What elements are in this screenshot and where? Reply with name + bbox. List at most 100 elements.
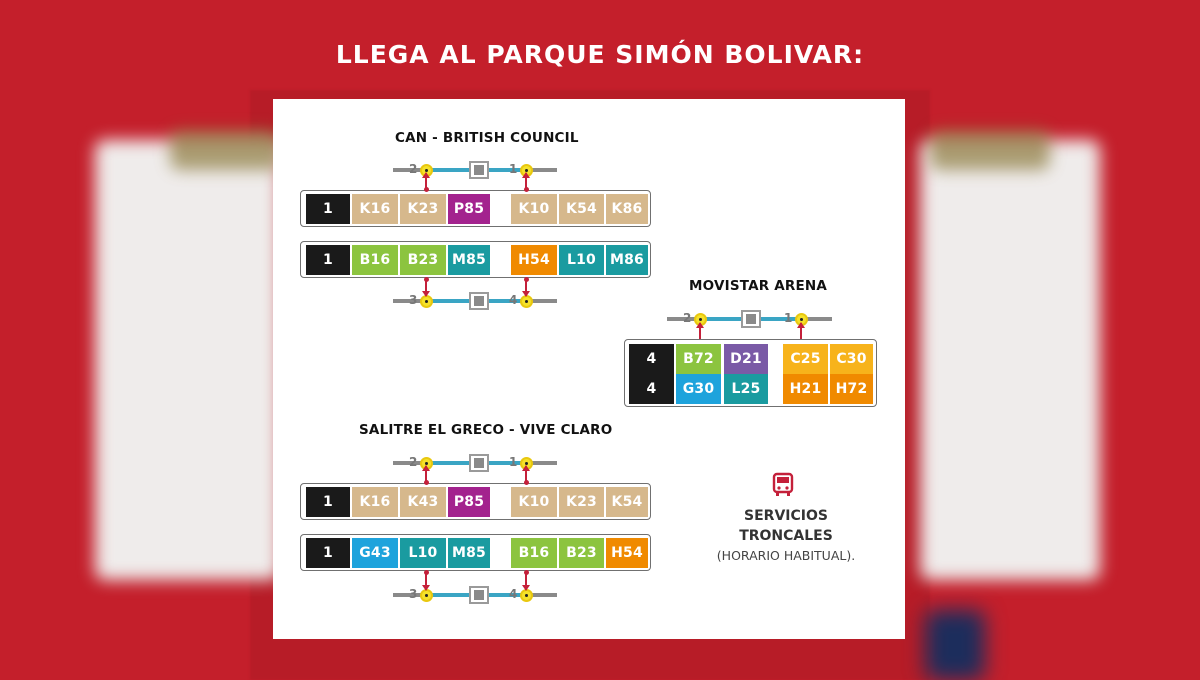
- can-row-1-route-chip-k86: K86: [606, 194, 648, 224]
- legend-line-1: SERVICIOS: [744, 508, 828, 524]
- salitre-row-2-route-chip-l10: L10: [400, 538, 446, 568]
- salitre-top-station-icon: [469, 454, 489, 472]
- salitre-bottom-station-icon-inner: [474, 590, 484, 600]
- can-bottom-left-connector-line: [425, 279, 427, 296]
- can-bottom-right-connector-dot: [523, 277, 529, 282]
- can-row-1-route-chip-p85: P85: [448, 194, 490, 224]
- salitre-bottom-stop-number-left: 3: [409, 587, 418, 601]
- can-bottom-track-link-right: [489, 299, 526, 303]
- movistar-left-connector-line: [699, 323, 701, 342]
- salitre-top-right-connector-line: [525, 466, 527, 483]
- movistar-row-2-route-chip-h72: H72: [830, 374, 873, 404]
- salitre-row-1-route-chip-k16: K16: [352, 487, 398, 517]
- can-bottom-left-connector-arrow: [422, 291, 430, 297]
- can-top-right-connector-dot: [523, 187, 529, 192]
- bus-icon: [772, 472, 794, 496]
- can-row-2-route-chip-1: 1: [306, 245, 350, 275]
- salitre-row-1-route-chip-k10: K10: [511, 487, 557, 517]
- salitre-row-2-route-chip-b23: B23: [559, 538, 604, 568]
- can-top-track-right: [526, 168, 557, 172]
- movistar-top-stop-number-left: 2: [683, 311, 692, 325]
- salitre-row-1-route-chip-k23: K23: [559, 487, 604, 517]
- legend-line-2: TRONCALES: [739, 528, 833, 544]
- movistar-row-1-route-chip-d21: D21: [724, 344, 768, 374]
- movistar-row-1-route-chip-c30: C30: [830, 344, 873, 374]
- salitre-row-2-route-chip-m85: M85: [448, 538, 490, 568]
- salitre-row-2-route-chip-h54: H54: [606, 538, 648, 568]
- can-row-2-route-chip-b23: B23: [400, 245, 446, 275]
- can-top-left-connector-line: [425, 173, 427, 190]
- can-bottom-track-link-left: [426, 299, 469, 303]
- background-blur-band-right: [930, 130, 1050, 170]
- salitre-top-track-link-right: [489, 461, 526, 465]
- salitre-top-track-right: [526, 461, 557, 465]
- movistar-row-2-route-chip-h21: H21: [783, 374, 828, 404]
- can-bottom-track-right: [526, 299, 557, 303]
- salitre-row-2-route-chip-g43: G43: [352, 538, 398, 568]
- can-bottom-station-icon: [469, 292, 489, 310]
- can-top-track-left: [393, 168, 426, 172]
- can-bottom-right-connector-arrow: [522, 291, 530, 297]
- salitre-bottom-track-link-right: [489, 593, 526, 597]
- salitre-top-track-left: [393, 461, 426, 465]
- background-blur-left: [95, 140, 280, 580]
- movistar-top-station-icon-inner: [746, 314, 756, 324]
- can-bottom-station-icon-inner: [474, 296, 484, 306]
- movistar-row-2-route-chip-l25: L25: [724, 374, 768, 404]
- salitre-row-2-route-chip-b16: B16: [511, 538, 557, 568]
- salitre-top-left-connector-line: [425, 466, 427, 483]
- salitre-row-1-route-chip-1: 1: [306, 487, 350, 517]
- salitre-top-stop-number-right: 1: [509, 455, 518, 469]
- can-top-track-link-left: [426, 168, 469, 172]
- can-row-1-route-chip-1: 1: [306, 194, 350, 224]
- salitre-bottom-left-connector-line: [425, 572, 427, 590]
- movistar-row-1-route-chip-b72: B72: [676, 344, 721, 374]
- can-top-right-connector-arrow: [522, 172, 530, 178]
- can-bottom-stop-number-left: 3: [409, 293, 418, 307]
- movistar-top-track-link-left: [700, 317, 741, 321]
- can-row-1-route-chip-k16: K16: [352, 194, 398, 224]
- salitre-bottom-stop-number-right: 4: [509, 587, 518, 601]
- salitre-bottom-right-connector-dot: [523, 570, 529, 575]
- can-row-2-route-chip-m86: M86: [606, 245, 648, 275]
- can-row-2-route-chip-l10: L10: [559, 245, 604, 275]
- salitre-top-left-connector-dot: [423, 480, 429, 485]
- salitre-top-left-connector-arrow: [422, 465, 430, 471]
- movistar-top-stop-number-right: 1: [784, 311, 793, 325]
- can-bottom-left-connector-dot: [423, 277, 429, 282]
- can-top-stop-number-left: 2: [409, 162, 418, 176]
- salitre-row-1-route-chip-p85: P85: [448, 487, 490, 517]
- can-top-station-icon: [469, 161, 489, 179]
- salitre-bottom-right-connector-line: [525, 572, 527, 590]
- can-bottom-stop-number-right: 4: [509, 293, 518, 307]
- can-row-1-route-chip-k10: K10: [511, 194, 557, 224]
- salitre-top-track-link-left: [426, 461, 469, 465]
- can-row-2-route-chip-b16: B16: [352, 245, 398, 275]
- background-blur-corner: [925, 610, 985, 680]
- can-top-track-link-right: [489, 168, 526, 172]
- movistar-top-track-left: [667, 317, 700, 321]
- movistar-row-2-route-chip-g30: G30: [676, 374, 721, 404]
- salitre-bottom-track-right: [526, 593, 557, 597]
- background-blur-right: [920, 140, 1100, 580]
- can-row-2-route-chip-h54: H54: [511, 245, 557, 275]
- legend-line-3: (HORARIO HABITUAL).: [716, 548, 856, 563]
- salitre-bottom-left-connector-arrow: [422, 585, 430, 591]
- salitre-bottom-station-icon: [469, 586, 489, 604]
- background-blur-band-left: [170, 130, 280, 170]
- salitre-top-stop-number-left: 2: [409, 455, 418, 469]
- salitre-top-station-icon-inner: [474, 458, 484, 468]
- can-top-right-connector-line: [525, 173, 527, 190]
- salitre-bottom-right-connector-arrow: [522, 585, 530, 591]
- can-top-left-connector-dot: [423, 187, 429, 192]
- salitre-row-1-route-chip-k43: K43: [400, 487, 446, 517]
- salitre-bottom-left-connector-dot: [423, 570, 429, 575]
- movistar-right-connector-line: [800, 323, 802, 342]
- salitre-bottom-track-left: [393, 593, 426, 597]
- station-title-movistar-arena: MOVISTAR ARENA: [689, 278, 828, 294]
- legend-text: SERVICIOS TRONCALES (HORARIO HABITUAL).: [691, 506, 881, 566]
- can-row-2-route-chip-m85: M85: [448, 245, 490, 275]
- movistar-right-connector-arrow: [797, 322, 805, 328]
- page-title: LLEGA AL PARQUE SIMÓN BOLIVAR:: [335, 40, 865, 69]
